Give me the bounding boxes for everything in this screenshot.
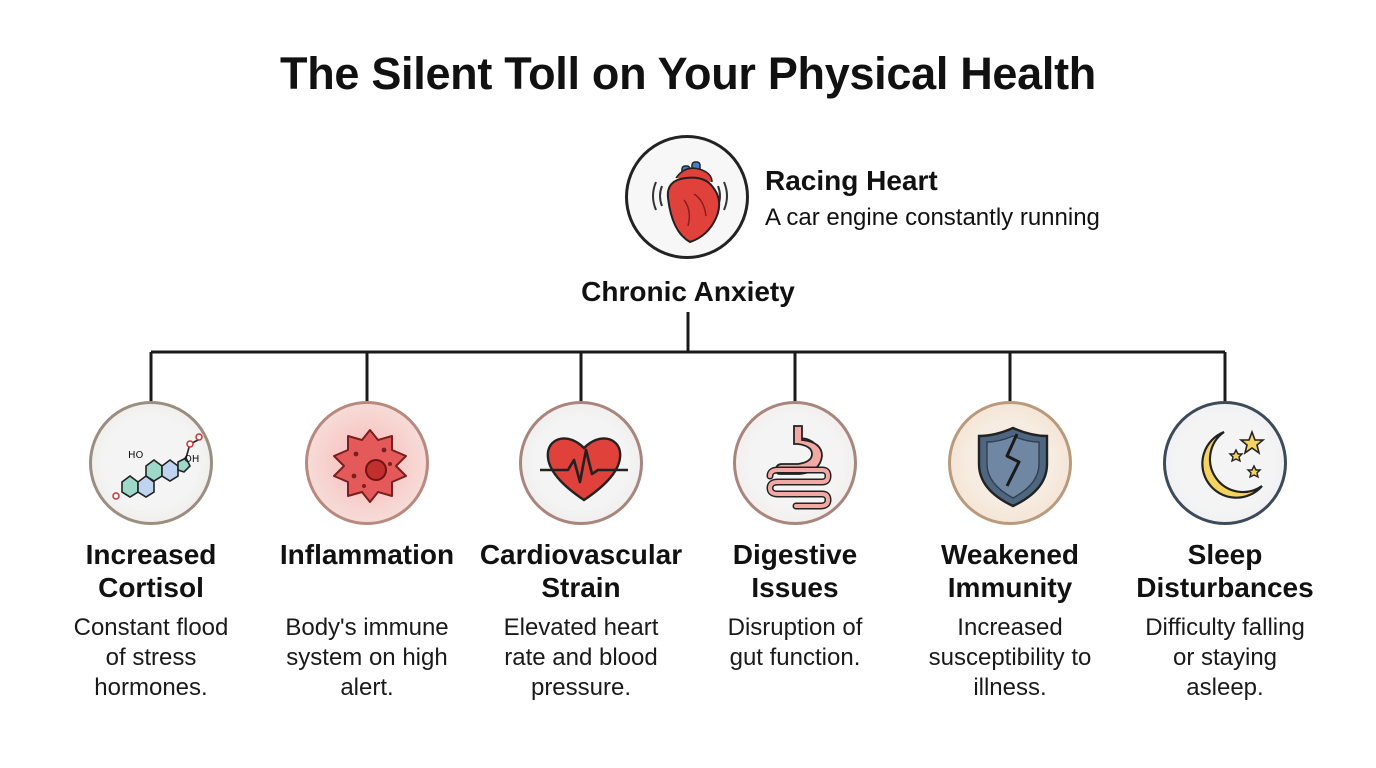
- racing-heart-description: A car engine constantly running: [765, 204, 1100, 231]
- digestive-badge: [733, 401, 857, 525]
- inflamed-cell-icon: [333, 429, 407, 503]
- stomach-icon: [766, 425, 832, 510]
- root-label: Chronic Anxiety: [581, 276, 795, 307]
- heartbeat-icon: [540, 437, 628, 502]
- inflammation-badge: [305, 401, 429, 525]
- immunity-badge: [948, 401, 1072, 525]
- svg-text:OH: OH: [184, 454, 199, 465]
- racing-heart-badge: [625, 135, 749, 259]
- moon-stars-icon: [1201, 429, 1266, 499]
- racing-heart-title: Racing Heart: [765, 165, 938, 196]
- effect-title-2: Inflammation: [279, 539, 455, 570]
- cracked-shield-icon: [977, 426, 1049, 508]
- cortisol-badge: HO OH: [89, 401, 213, 525]
- anatomical-heart-icon: [652, 161, 728, 244]
- diagram-title: The Silent Toll on Your Physical Health: [280, 48, 1096, 99]
- sleep-badge: [1163, 401, 1287, 525]
- cortisol-molecule-icon: HO OH: [112, 433, 203, 500]
- svg-text:HO: HO: [128, 450, 144, 461]
- cardiovascular-badge: [519, 401, 643, 525]
